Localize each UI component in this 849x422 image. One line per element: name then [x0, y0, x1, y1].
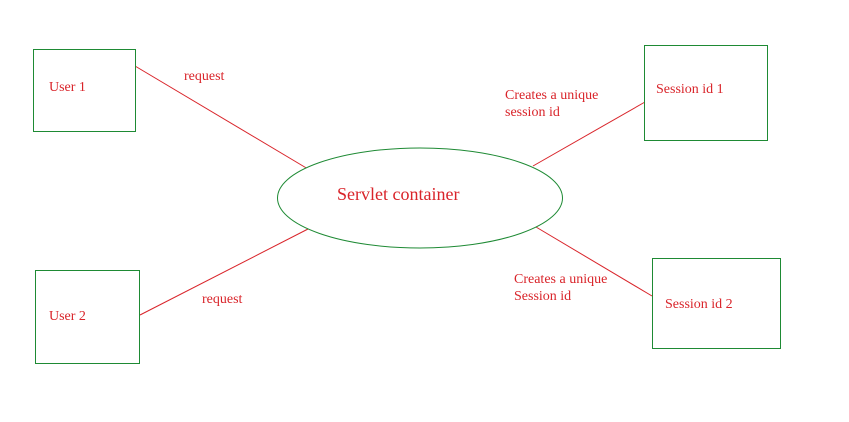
- session1-node: Session id 1: [644, 45, 768, 141]
- edge-label-user1-request: request: [184, 69, 225, 84]
- edge-user2-container: [139, 228, 309, 316]
- servlet-container-label: Servlet container: [337, 184, 459, 204]
- session2-label: Session id 2: [665, 297, 733, 312]
- edge-container-session1: [532, 101, 646, 167]
- edge-label-session1-line1: Creates a unique: [505, 88, 598, 103]
- edge-label-session2-line2: Session id: [514, 289, 571, 304]
- user1-label: User 1: [49, 80, 86, 95]
- edge-label-session1-line2: session id: [505, 105, 560, 120]
- edge-label-user2-request: request: [202, 292, 243, 307]
- servlet-container-node: Servlet container: [277, 147, 563, 249]
- session1-label: Session id 1: [656, 82, 724, 97]
- edge-container-session2: [535, 226, 653, 297]
- user2-node: User 2: [35, 270, 140, 364]
- edge-user1-container: [134, 65, 309, 170]
- edge-label-session2-line1: Creates a unique: [514, 272, 607, 287]
- session2-node: Session id 2: [652, 258, 781, 349]
- user2-label: User 2: [49, 309, 86, 324]
- user1-node: User 1: [33, 49, 136, 132]
